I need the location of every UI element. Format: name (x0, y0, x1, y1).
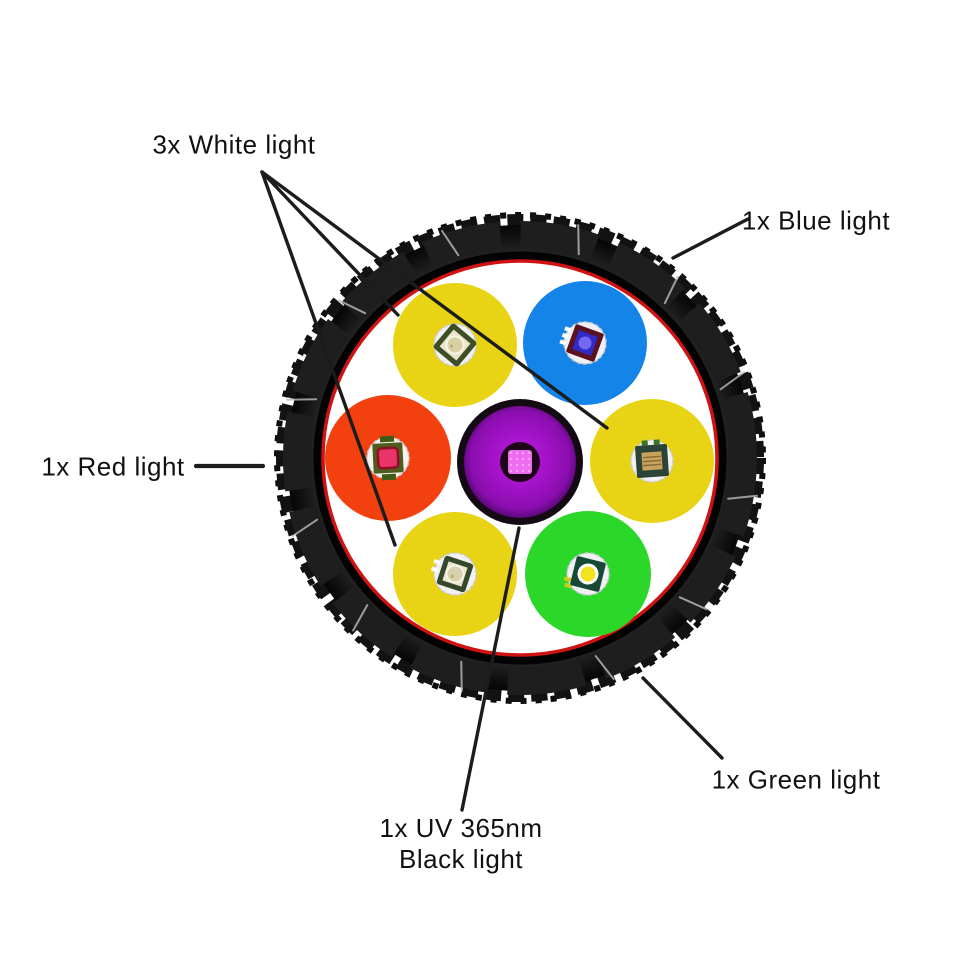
led-white-2 (430, 552, 477, 596)
annotation-lines (193, 170, 750, 812)
annotation-line-green (641, 676, 724, 760)
bezel-knurl-ticks (286, 224, 759, 692)
label-red-light: 1x Red light (41, 451, 185, 482)
led-blue (559, 321, 607, 365)
annotation-line-uv (460, 526, 521, 812)
label-uv-light: 1x UV 365nm Black light (379, 813, 542, 875)
annotation-line-blue (671, 217, 750, 260)
led-white-3 (630, 439, 674, 483)
bezel-segments (283, 221, 757, 695)
annotation-line-white-to-right (260, 170, 609, 430)
annotation-line-white-to-topleft (260, 170, 400, 317)
label-blue-light: 1x Blue light (741, 205, 891, 236)
annotation-line-white-to-bottomleft (260, 170, 397, 547)
led-white-1 (433, 323, 477, 367)
label-uv-line1: 1x UV 365nm (379, 812, 543, 843)
bezel-inner-shadow (313, 251, 727, 665)
led-uv (457, 399, 583, 525)
led-green (563, 552, 610, 596)
label-white-light: 3x White light (152, 129, 316, 160)
label-uv-line2: Black light (399, 844, 523, 874)
label-green-light: 1x Green light (711, 764, 881, 795)
